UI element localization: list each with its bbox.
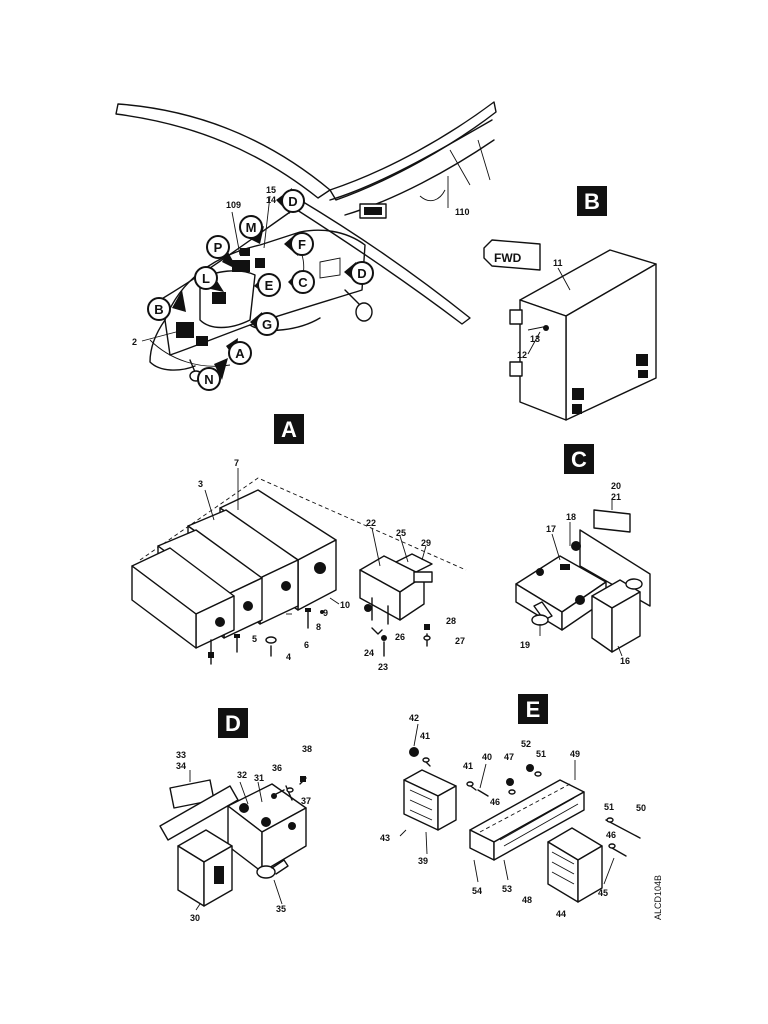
part-number: 3 (198, 479, 203, 489)
view-e: E (380, 694, 646, 919)
part-number: 49 (570, 749, 580, 759)
part-number: 30 (190, 913, 200, 923)
view-d: D 33 34 32 31 36 3 (159, 708, 312, 923)
part-number: 42 (409, 713, 419, 723)
figure-code: ALCD104B (653, 875, 663, 920)
part-number: 33 (176, 750, 186, 760)
svg-text:E: E (265, 278, 274, 293)
part-number: 25 (396, 528, 406, 538)
part-number: 40 (482, 752, 492, 762)
part-number: 109 (226, 200, 241, 210)
part-number: 19 (520, 640, 530, 650)
section-label-d: D (225, 711, 241, 736)
callout-M: M (239, 215, 264, 244)
svg-text:B: B (154, 302, 163, 317)
callout-D-top: D (276, 188, 305, 214)
part-number: 29 (421, 538, 431, 548)
svg-text:C: C (298, 275, 308, 290)
callout-N: N (197, 358, 228, 391)
part-number: 50 (636, 803, 646, 813)
part-number: 5 (252, 634, 257, 644)
svg-text:M: M (246, 220, 257, 235)
part-number: 27 (455, 636, 465, 646)
part-number: 36 (272, 763, 282, 773)
callout-D-right: D (344, 261, 374, 285)
part-number: 10 (340, 600, 350, 610)
view-c: C 20 21 17 18 19 16 (515, 444, 651, 666)
part-number: 7 (234, 458, 239, 468)
part-number: 38 (302, 744, 312, 754)
view-b: B FWD 11 13 12 (483, 186, 657, 421)
view-a: A (131, 414, 467, 672)
part-number: 32 (237, 770, 247, 780)
callout-E: E (254, 273, 281, 297)
svg-text:G: G (262, 317, 272, 332)
callout-A: A (226, 338, 252, 365)
part-number: 16 (620, 656, 630, 666)
part-number: 41 (420, 731, 430, 741)
part-number: 23 (378, 662, 388, 672)
svg-text:D: D (288, 194, 297, 209)
callout-C: C (288, 270, 315, 294)
callout-F: F (284, 232, 314, 256)
part-number: 45 (598, 888, 608, 898)
part-number: 41 (463, 761, 473, 771)
part-number: 17 (546, 524, 556, 534)
part-number: 4 (286, 652, 291, 662)
part-number: 53 (502, 884, 512, 894)
part-number: 48 (522, 895, 532, 905)
part-number: 35 (276, 904, 286, 914)
part-number: 46 (606, 830, 616, 840)
part-number: 110 (455, 207, 470, 217)
part-number: 44 (556, 909, 566, 919)
part-number: 43 (380, 833, 390, 843)
callout-L: L (194, 266, 224, 292)
part-number: 51 (536, 749, 546, 759)
section-label-a: A (281, 417, 297, 442)
svg-text:D: D (357, 266, 366, 281)
part-number: 47 (504, 752, 514, 762)
svg-text:P: P (214, 240, 223, 255)
part-number: 51 (604, 802, 614, 812)
part-number: 20 (611, 481, 621, 491)
part-number: 9 (323, 608, 328, 618)
part-number: 22 (366, 518, 376, 528)
section-label-e: E (526, 697, 541, 722)
part-number: 6 (304, 640, 309, 650)
part-number: 15 (266, 185, 276, 195)
svg-text:A: A (235, 346, 245, 361)
helicopter-locator-view: D M F P L E C (115, 101, 497, 391)
part-number: 46 (490, 797, 500, 807)
svg-text:N: N (204, 372, 213, 387)
part-number: 26 (395, 632, 405, 642)
part-number: 39 (418, 856, 428, 866)
part-number: 12 (517, 350, 527, 360)
part-number: 2 (132, 337, 137, 347)
part-number: 18 (566, 512, 576, 522)
callout-P: P (206, 235, 238, 270)
section-label-b: B (584, 189, 600, 214)
part-number: 34 (176, 761, 186, 771)
part-number: 52 (521, 739, 531, 749)
part-number: 37 (301, 796, 311, 806)
part-number: 11 (553, 258, 563, 268)
callout-B: B (147, 290, 186, 321)
part-number: 28 (446, 616, 456, 626)
part-number: 31 (254, 773, 264, 783)
part-number: 54 (472, 886, 482, 896)
part-number: 21 (611, 492, 621, 502)
svg-text:L: L (202, 271, 210, 286)
callout-G: G (250, 312, 279, 336)
svg-text:F: F (298, 237, 306, 252)
part-number: 8 (316, 622, 321, 632)
part-number: 14 (266, 195, 276, 205)
part-number: 24 (364, 648, 374, 658)
part-number: 13 (530, 334, 540, 344)
fwd-label: FWD (494, 251, 522, 265)
section-label-c: C (571, 447, 587, 472)
